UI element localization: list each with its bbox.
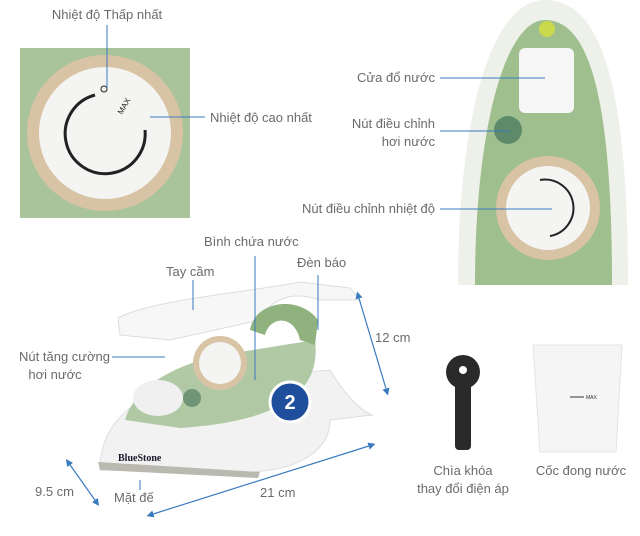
label-temp-knob: Nút điều chỉnh nhiệt độ [302, 201, 435, 216]
iron-main-photo: 2 BlueStone [98, 281, 374, 478]
label-handle: Tay cầm [166, 264, 215, 279]
label-key-line2: thay đổi điện áp [417, 481, 509, 496]
leader-lines [106, 25, 552, 490]
dimension-width: 9.5 cm [35, 484, 75, 499]
label-steam-knob-line1: Nút điều chỉnh [351, 116, 435, 131]
brand-logo: BlueStone [118, 453, 162, 464]
measuring-cup-photo: MAX [532, 344, 623, 453]
label-indicator-light: Đèn báo [297, 255, 347, 270]
cup-max-mark: MAX [586, 395, 598, 401]
label-measuring-cup: Cốc đong nước [535, 463, 627, 478]
voltage-key-photo [446, 355, 480, 450]
label-max-temp: Nhiệt độ cao nhất [210, 110, 312, 125]
label-soleplate: Mặt đế [114, 490, 154, 505]
dimension-length: 21 cm [260, 485, 296, 500]
warranty-badge: 2 [284, 392, 295, 414]
label-water-inlet: Cửa đổ nước [357, 70, 435, 85]
iron-top-view-photo [458, 0, 628, 285]
label-steam-boost-line2: hơi nước [28, 367, 82, 382]
label-water-tank: Bình chứa nước [204, 234, 299, 249]
label-key-line1: Chìa khóa [433, 463, 493, 478]
label-steam-knob-line2: hơi nước [381, 134, 435, 149]
dimension-height: 12 cm [375, 330, 411, 345]
dimension-arrows [65, 291, 390, 518]
label-min-temp: Nhiệt độ Thấp nhất [51, 7, 163, 22]
label-steam-boost-line1: Nút tăng cường [19, 349, 110, 364]
dial-closeup-photo: MAX [20, 48, 190, 218]
